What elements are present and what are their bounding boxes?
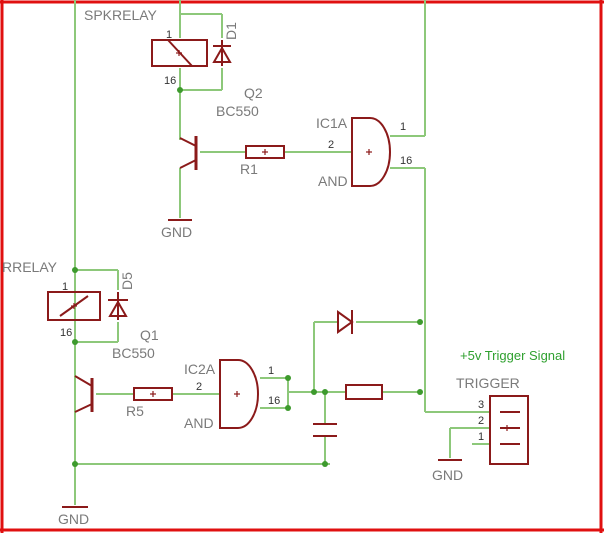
r5-resistor	[133, 387, 173, 401]
label-rrelay: RRELAY	[2, 259, 58, 275]
plus-marks	[71, 50, 510, 431]
label-d1: D1	[223, 22, 239, 40]
d1-diode-icon	[212, 40, 232, 66]
label-r5: R5	[126, 403, 144, 419]
label-q1-type: BC550	[112, 345, 155, 361]
label-ic2a-func: AND	[184, 415, 214, 431]
pin-ic2a-1: 1	[268, 365, 274, 377]
pin-ic1a-1: 1	[400, 121, 406, 133]
q1-transistor-icon	[74, 375, 94, 413]
trigger-connector-icon	[489, 395, 529, 465]
pin-ic1a-16: 16	[400, 155, 412, 167]
r1-resistor	[245, 145, 285, 159]
d5-diode-icon	[108, 292, 128, 320]
pin-ic2a-16: 16	[268, 395, 280, 407]
pin-spk-1: 1	[166, 29, 172, 41]
ic2a-gate-icon	[219, 359, 259, 429]
label-q2-type: BC550	[216, 103, 259, 119]
label-gnd-top: GND	[161, 224, 192, 240]
pin-trig-3: 3	[478, 399, 484, 411]
pin-spk-16: 16	[164, 75, 176, 87]
pin-rr-16: 16	[60, 327, 72, 339]
label-ic1a: IC1A	[316, 115, 348, 131]
label-q2: Q2	[244, 85, 263, 101]
rrelay-coil	[47, 291, 101, 321]
junctions	[72, 87, 423, 467]
ic1a-gate-icon	[351, 117, 391, 187]
label-q1: Q1	[140, 327, 159, 343]
label-ic1a-func: AND	[318, 173, 348, 189]
trigger-diode-icon	[337, 310, 354, 334]
label-r1: R1	[240, 161, 258, 177]
pin-trig-2: 2	[478, 415, 484, 427]
trigger-resistor	[345, 384, 383, 400]
label-gnd-trigger: GND	[432, 467, 463, 483]
pin-r1-2: 2	[328, 139, 334, 151]
wires	[74, 0, 490, 505]
label-spkrelay: SPKRELAY	[84, 7, 158, 23]
label-gnd-bottom: GND	[58, 511, 89, 527]
label-ic2a: IC2A	[184, 361, 216, 377]
spkrelay-coil	[151, 39, 208, 67]
capacitor-icon	[313, 423, 337, 437]
label-trigger: TRIGGER	[456, 375, 520, 391]
pin-rr-1: 1	[62, 281, 68, 293]
label-trigger-signal: +5v Trigger Signal	[460, 348, 565, 363]
q2-transistor-icon	[179, 136, 198, 170]
pin-trig-1: 1	[478, 431, 484, 443]
label-d5: D5	[119, 272, 135, 290]
pin-r5-2: 2	[196, 381, 202, 393]
